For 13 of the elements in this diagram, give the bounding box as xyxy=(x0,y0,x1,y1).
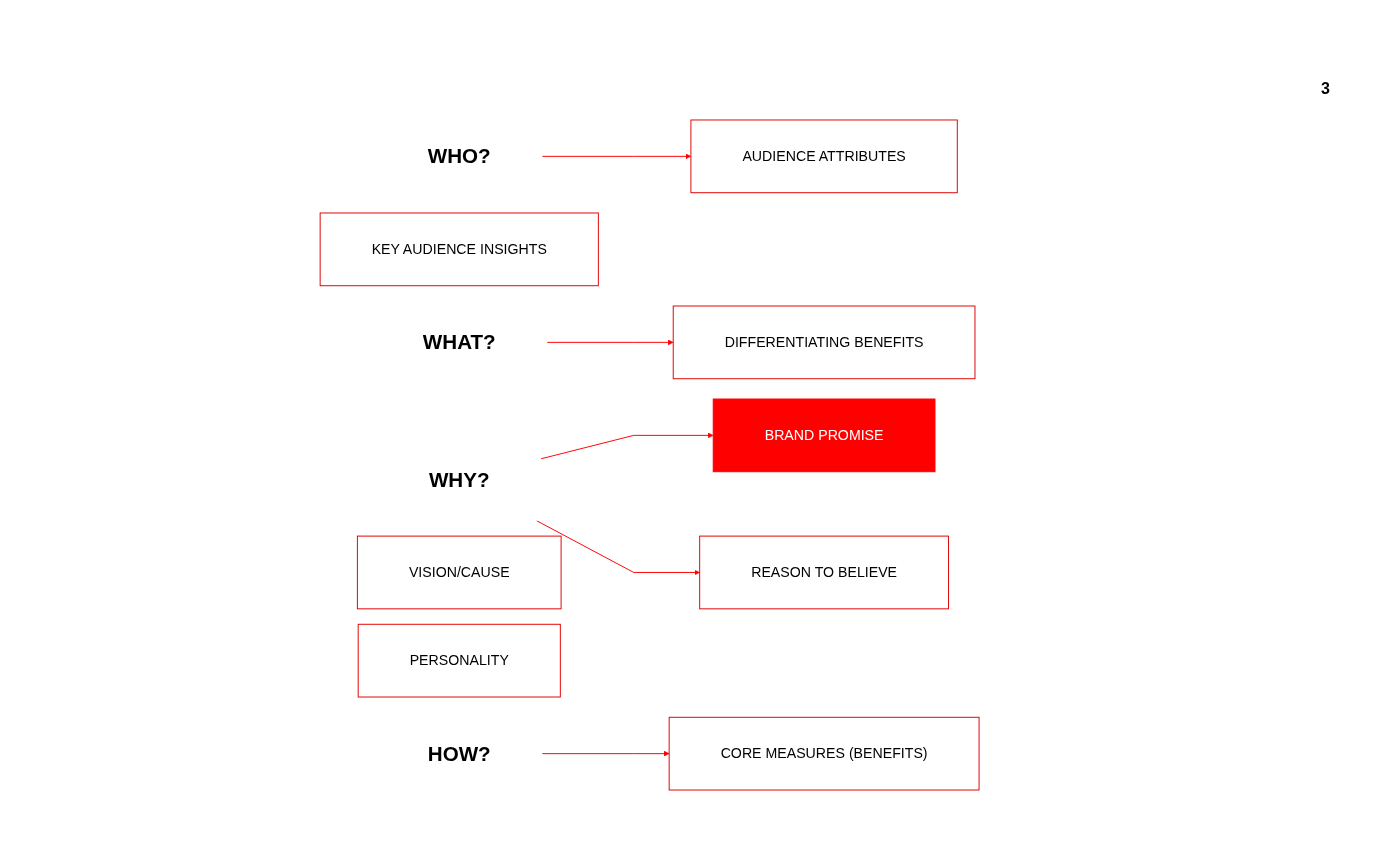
node-box: CORE MEASURES (BENEFITS) xyxy=(669,716,980,791)
node-text: HOW? xyxy=(428,742,492,766)
node-box: BRAND PROMISE xyxy=(713,398,936,473)
node-box: REASON TO BELIEVE xyxy=(699,535,950,610)
node-box: AUDIENCE ATTRIBUTES xyxy=(690,119,959,194)
node-box: PERSONALITY xyxy=(358,623,562,698)
node-text: WHO? xyxy=(428,144,492,168)
node-text: WHAT? xyxy=(423,330,497,354)
page-number: 3 xyxy=(1321,80,1330,98)
node-text: WHY? xyxy=(429,467,490,492)
node-box: VISION/CAUSE xyxy=(357,535,562,610)
node-box: KEY AUDIENCE INSIGHTS xyxy=(320,212,600,287)
node-box: DIFFERENTIATING BENEFITS xyxy=(673,305,976,380)
